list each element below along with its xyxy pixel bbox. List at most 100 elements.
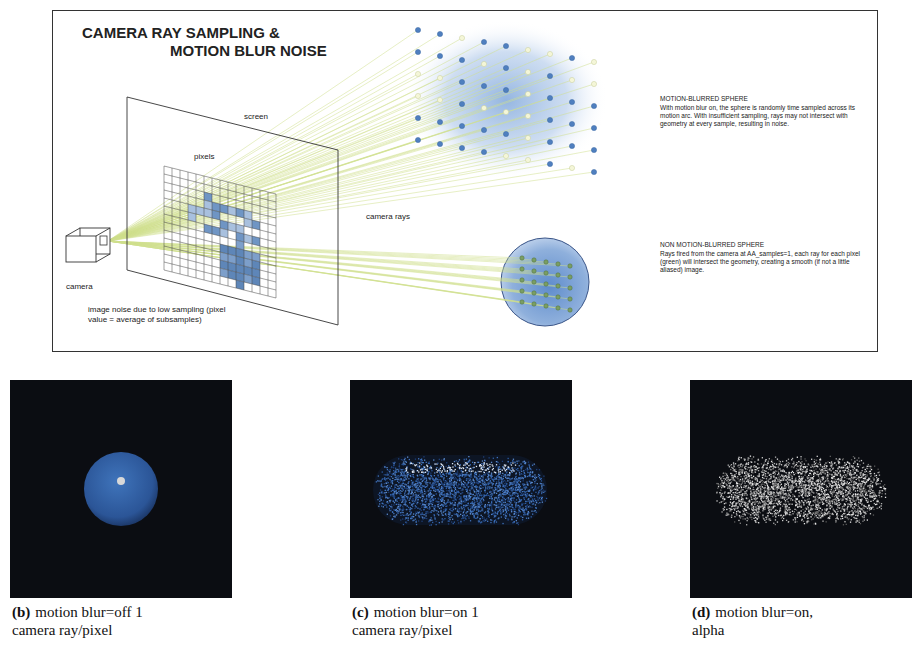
- noise-speck: [513, 459, 514, 460]
- noise-speck: [465, 501, 466, 502]
- noise-speck: [427, 499, 428, 500]
- noise-speck: [385, 480, 386, 481]
- noise-speck: [377, 480, 378, 481]
- noise-speck: [457, 509, 458, 510]
- noise-speck: [489, 496, 490, 497]
- time-sample-dot: [415, 137, 420, 142]
- noise-speck: [413, 472, 414, 473]
- noise-speck: [517, 482, 518, 483]
- noise-speck: [401, 459, 402, 460]
- noise-speck: [407, 476, 408, 477]
- noise-speck: [438, 482, 439, 483]
- noise-speck: [511, 464, 512, 465]
- noise-speck: [503, 514, 504, 515]
- noise-speck: [415, 502, 416, 503]
- noise-speck: [384, 493, 385, 494]
- noise-speck: [449, 517, 450, 518]
- noise-speck: [400, 472, 401, 473]
- noise-speck: [538, 486, 539, 487]
- noise-speck: [444, 518, 445, 519]
- noise-speck: [526, 482, 527, 483]
- noise-speck: [479, 495, 480, 496]
- noise-speck: [535, 486, 536, 487]
- noise-speck: [504, 487, 505, 488]
- noise-speck: [538, 492, 539, 493]
- noise-speck: [418, 495, 419, 496]
- time-sample-dot: [459, 145, 464, 150]
- time-sample-dot: [481, 105, 486, 110]
- noise-speck: [407, 513, 408, 514]
- noise-speck: [460, 464, 461, 465]
- noise-speck: [508, 494, 509, 495]
- noise-speck: [385, 474, 386, 475]
- time-sample-dot: [569, 55, 574, 60]
- noise-speck: [426, 511, 427, 512]
- noise-speck: [387, 514, 388, 515]
- noise-speck: [466, 511, 467, 512]
- noise-speck: [473, 506, 474, 507]
- noise-speck: [510, 502, 511, 503]
- noise-speck: [516, 505, 517, 506]
- noise-speck: [396, 476, 397, 477]
- noise-speck: [505, 492, 506, 493]
- noise-speck: [461, 482, 462, 483]
- noise-speck: [441, 464, 442, 465]
- noise-speck: [429, 525, 430, 526]
- noise-speck: [526, 518, 527, 519]
- noise-speck: [461, 501, 462, 502]
- noise-speck: [390, 495, 391, 496]
- noise-speck: [515, 503, 516, 504]
- noise-speck: [412, 472, 413, 473]
- noise-speck: [453, 523, 454, 524]
- noise-speck: [494, 504, 495, 505]
- time-sample-dot: [569, 99, 574, 104]
- noise-speck: [488, 513, 489, 514]
- noise-speck: [379, 503, 380, 504]
- noise-speck: [393, 465, 394, 466]
- noise-speck: [535, 489, 536, 490]
- noise-speck: [416, 489, 417, 490]
- noise-speck: [420, 492, 421, 493]
- noise-speck: [458, 483, 459, 484]
- noise-speck: [416, 464, 417, 465]
- noise-speck: [499, 464, 500, 465]
- time-sample-dot: [415, 115, 420, 120]
- noise-speck: [454, 483, 455, 484]
- noise-speck: [508, 510, 509, 511]
- time-sample-dot: [503, 87, 508, 92]
- noise-speck: [443, 467, 444, 468]
- noise-speck: [391, 467, 392, 468]
- noise-speck: [392, 478, 393, 479]
- noise-speck: [462, 471, 463, 472]
- noise-speck: [402, 518, 403, 519]
- time-sample-dot: [569, 143, 574, 148]
- time-sample-dot: [437, 97, 442, 102]
- time-sample-dot: [503, 109, 508, 114]
- noise-speck: [467, 483, 468, 484]
- noise-speck: [459, 469, 460, 470]
- noise-speck: [424, 493, 425, 494]
- noise-speck: [387, 503, 388, 504]
- noise-speck: [515, 512, 516, 513]
- noise-speck: [395, 468, 396, 469]
- noise-speck: [501, 516, 502, 517]
- noise-speck: [483, 466, 484, 467]
- noise-speck: [395, 477, 396, 478]
- noise-speck: [418, 480, 419, 481]
- noise-speck: [423, 456, 424, 457]
- noise-speck: [423, 518, 424, 519]
- noise-speck: [433, 510, 434, 511]
- time-sample-dot: [591, 81, 596, 86]
- noise-speck: [411, 486, 412, 487]
- noise-speck: [415, 490, 416, 491]
- noise-speck: [399, 463, 400, 464]
- noise-speck: [513, 481, 514, 482]
- time-sample-dot: [481, 149, 486, 154]
- time-sample-dot: [591, 169, 596, 174]
- noise-speck: [532, 514, 533, 515]
- time-sample-dot: [525, 157, 530, 162]
- noise-speck: [399, 476, 400, 477]
- noise-speck: [446, 490, 447, 491]
- noise-speck: [525, 488, 526, 489]
- noise-speck: [442, 495, 443, 496]
